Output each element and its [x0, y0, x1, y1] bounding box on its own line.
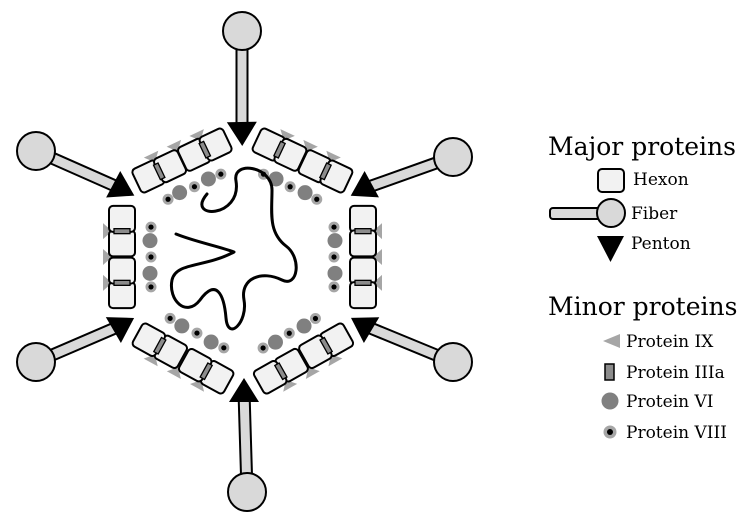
protein-viii-core: [148, 254, 154, 260]
protein-ix-mark: [166, 367, 181, 380]
protein-vi-dot: [297, 185, 313, 201]
protein-viii-legend-icon: [603, 425, 617, 439]
protein-viii-core: [314, 196, 320, 202]
protein-iiia-mark: [318, 162, 333, 181]
penton-legend-icon: [597, 236, 624, 262]
fiber-knob: [222, 11, 262, 51]
virion-capsid: [16, 11, 473, 512]
protein-ix-mark: [373, 249, 382, 265]
protein-ix-mark: [103, 223, 112, 240]
protein-viii-core: [221, 345, 227, 351]
legend-protein-viii-label: Protein VIII: [626, 423, 727, 443]
protein-vi-dot: [296, 318, 312, 334]
protein-viii-core: [191, 184, 198, 190]
protein-viii-core: [165, 196, 171, 202]
protein-viii-core: [260, 345, 266, 351]
penton: [350, 171, 379, 198]
protein-ix-mark: [373, 223, 382, 240]
fiber-knob: [227, 472, 267, 512]
protein-vi-dot: [327, 265, 343, 281]
fiber-knob: [433, 137, 473, 177]
protein-iiia-mark: [198, 140, 212, 159]
protein-vi-legend-icon: [601, 392, 619, 410]
hexon-legend-icon: [597, 168, 625, 193]
legend-minor-title: Minor proteins: [548, 292, 737, 321]
fiber-knob: [16, 342, 56, 382]
protein-viii-core: [286, 330, 292, 336]
protein-iiia-mark: [273, 362, 288, 381]
protein-vi-dot: [172, 185, 188, 201]
penton: [229, 378, 259, 402]
viral-genome: [169, 166, 298, 331]
protein-viii-core: [167, 315, 173, 321]
protein-viii-core: [194, 330, 200, 336]
protein-viii-core: [148, 284, 154, 290]
legend-protein-ix-label: Protein IX: [626, 332, 714, 352]
legend-protein-iiia-label: Protein IIIa: [626, 363, 725, 383]
protein-iiia-mark: [152, 336, 167, 355]
penton: [106, 171, 135, 198]
protein-viii-core: [312, 315, 319, 322]
protein-iiia-mark: [272, 140, 287, 159]
protein-vi-dot: [268, 171, 284, 187]
protein-vi-dot: [142, 233, 158, 249]
protein-vi-dot: [267, 334, 283, 350]
protein-vi-dot: [203, 334, 219, 350]
protein-ix-mark: [103, 274, 112, 291]
legend-major-title: Major proteins: [548, 132, 736, 161]
protein-vi-dot: [327, 233, 343, 249]
protein-iiia-mark: [113, 228, 131, 235]
protein-iiia-mark: [113, 279, 131, 286]
fiber-knob: [16, 131, 56, 171]
legend-penton-label: Penton: [631, 234, 691, 254]
legend: Major proteins Hexon Fiber Penton Minor …: [548, 132, 737, 443]
penton: [226, 121, 257, 146]
penton: [350, 317, 380, 344]
protein-vi-dot: [174, 318, 190, 334]
protein-vi-dot: [142, 265, 158, 281]
protein-iiia-mark: [354, 279, 372, 286]
protein-iiia-mark: [354, 228, 372, 235]
protein-ix-mark: [103, 249, 112, 265]
protein-iiia-legend-icon: [604, 363, 615, 381]
fiber-knob: [433, 342, 473, 382]
legend-fiber-label: Fiber: [631, 204, 678, 224]
protein-ix-legend-icon: [603, 334, 620, 348]
legend-protein-vi-label: Protein VI: [626, 392, 713, 412]
fiber-legend-icon: [549, 198, 626, 228]
protein-viii-core: [331, 224, 337, 230]
penton: [105, 317, 135, 343]
protein-iiia-mark: [152, 162, 166, 181]
protein-viii-core: [331, 284, 337, 290]
protein-viii-core: [287, 184, 293, 190]
legend-hexon-label: Hexon: [633, 170, 689, 190]
protein-ix-mark: [373, 274, 382, 291]
protein-iiia-mark: [319, 336, 334, 355]
protein-ix-mark: [305, 367, 320, 379]
protein-viii-core: [331, 254, 337, 260]
protein-vi-dot: [200, 171, 216, 187]
protein-iiia-mark: [199, 362, 214, 381]
protein-viii-core: [148, 224, 154, 230]
protein-viii-core: [218, 171, 224, 177]
